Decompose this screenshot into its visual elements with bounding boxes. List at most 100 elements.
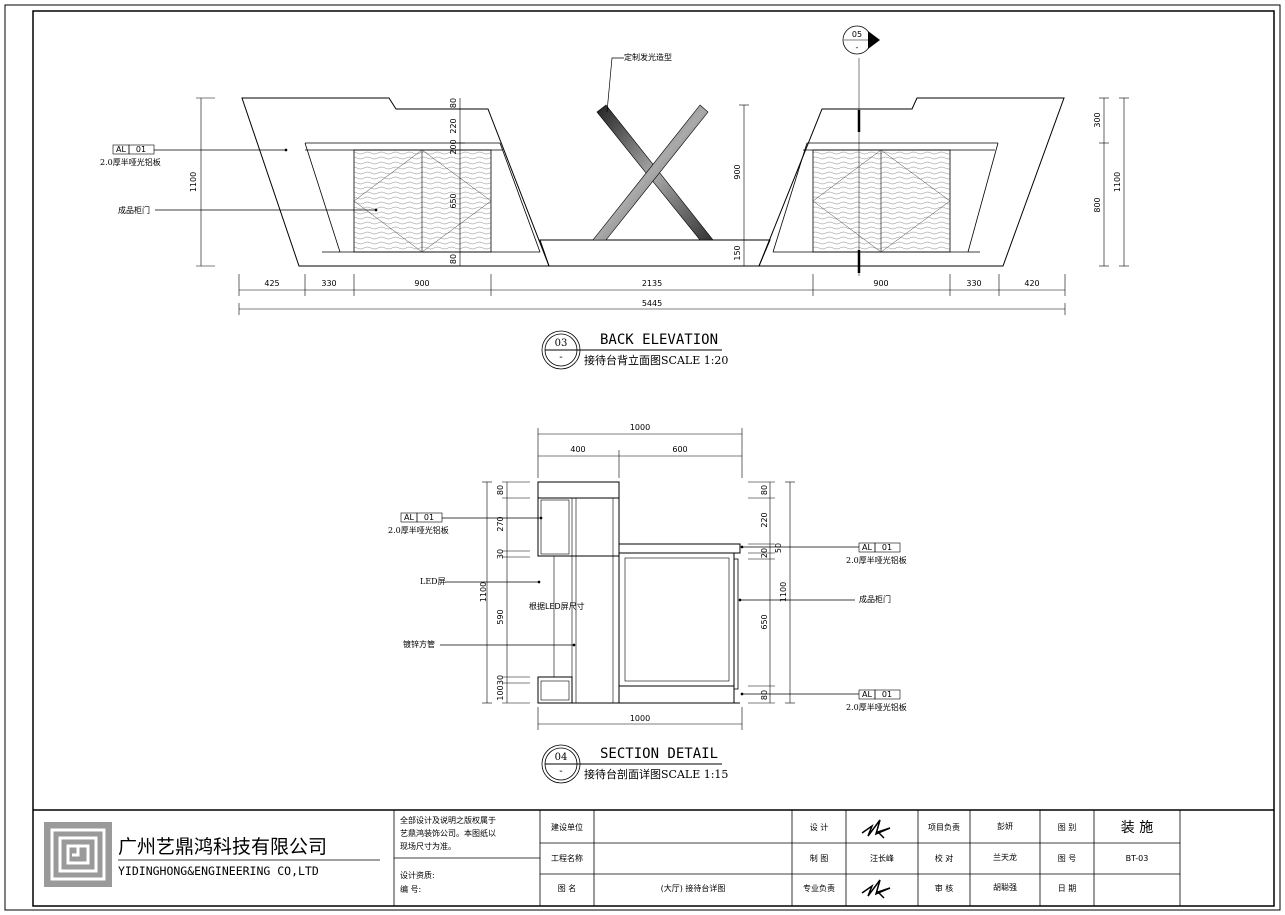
svg-text:80: 80	[760, 690, 769, 700]
svg-text:220: 220	[449, 118, 458, 133]
svg-text:审 核: 审 核	[935, 883, 954, 893]
dim-section-top-total: 1000	[630, 423, 650, 432]
svg-text:-: -	[856, 43, 859, 52]
outer-border	[4, 4, 1281, 911]
x-light-sculpture-b	[592, 104, 709, 241]
svg-text:2.0厚半哑光铝板: 2.0厚半哑光铝板	[388, 525, 449, 535]
svg-text:AL: AL	[862, 543, 872, 552]
svg-text:兰天龙: 兰天龙	[993, 852, 1017, 862]
svg-text:220: 220	[760, 512, 769, 527]
left-cabinet-door	[353, 149, 492, 253]
label-led-note: 根据LED屏尺寸	[529, 601, 585, 611]
tag-section-right-top: AL 01 2.0厚半哑光铝板	[846, 542, 907, 565]
right-body-outline	[758, 97, 1065, 267]
svg-text:-: -	[559, 352, 562, 363]
svg-text:-: -	[559, 766, 562, 777]
section-cabinet-door	[733, 558, 739, 690]
svg-text:设 计: 设 计	[810, 822, 829, 832]
svg-text:图 名: 图 名	[558, 883, 577, 893]
svg-text:80: 80	[760, 485, 769, 495]
svg-text:80: 80	[449, 254, 458, 264]
svg-text:建设单位: 建设单位	[551, 822, 583, 832]
svg-text:彭妍: 彭妍	[997, 821, 1013, 831]
tag-left-elevation: AL 01 2.0厚半哑光铝板	[100, 144, 161, 167]
signature-design	[861, 819, 891, 839]
svg-text:AL: AL	[862, 690, 872, 699]
svg-text:校 对: 校 对	[935, 853, 954, 863]
svg-text:项目负责: 项目负责	[928, 822, 960, 832]
label-cabinet-door-left: 成品柜门	[118, 205, 150, 215]
svg-text:2.0厚半哑光铝板: 2.0厚半哑光铝板	[100, 157, 161, 167]
svg-text:设计资质:: 设计资质:	[400, 870, 435, 880]
svg-text:AL: AL	[404, 513, 414, 522]
signature-pro	[861, 879, 891, 899]
svg-text:2.0厚半哑光铝板: 2.0厚半哑光铝板	[846, 702, 907, 712]
drawing-name: (大厅) 接待台详图	[661, 883, 726, 893]
dim-right-total: 1100	[1113, 172, 1122, 192]
svg-text:01: 01	[882, 690, 892, 699]
company-name-en: YIDINGHONG&ENGINEERING CO,LTD	[118, 864, 319, 878]
company-logo	[44, 822, 112, 887]
svg-text:01: 01	[136, 145, 146, 154]
back-elevation: 05 - 定制发光造型 AL 01 2.0厚半哑光铝板 成品柜门 1100 80…	[100, 25, 1129, 370]
section-detail: 1000 400 600 1100 80 270	[388, 423, 907, 784]
svg-text:01: 01	[882, 543, 892, 552]
svg-text:800: 800	[1093, 197, 1102, 212]
svg-text:胡聪强: 胡聪强	[993, 882, 1017, 892]
svg-text:汪长峰: 汪长峰	[870, 853, 894, 863]
company-name-cn: 广州艺鼎鸿科技有限公司	[118, 836, 327, 858]
svg-text:2.0厚半哑光铝板: 2.0厚半哑光铝板	[846, 555, 907, 565]
svg-text:50: 50	[774, 543, 783, 553]
svg-text:全部设计及说明之版权属于: 全部设计及说明之版权属于	[400, 815, 496, 825]
svg-text:图 别: 图 别	[1058, 823, 1077, 832]
svg-text:编 号:: 编 号:	[400, 884, 421, 894]
tag-section-left: AL 01 2.0厚半哑光铝板	[388, 512, 449, 535]
svg-text:80: 80	[496, 485, 505, 495]
section-marker: 05 -	[842, 25, 880, 55]
svg-text:制 图: 制 图	[810, 853, 829, 863]
svg-text:270: 270	[496, 516, 505, 531]
svg-text:400: 400	[570, 445, 585, 454]
svg-text:03: 03	[555, 338, 568, 349]
section-detail-title: SECTION DETAIL	[600, 746, 718, 762]
svg-text:900: 900	[873, 279, 888, 288]
title-badge-04: 04 - SECTION DETAIL 接待台剖面详图SCALE 1:15	[541, 744, 728, 784]
dim-section-left-total: 1100	[479, 582, 488, 602]
svg-text:900: 900	[414, 279, 429, 288]
svg-text:现场尺寸为准。: 现场尺寸为准。	[400, 841, 456, 851]
svg-text:150: 150	[733, 245, 742, 260]
label-led-screen: LED屏	[420, 577, 446, 586]
svg-text:590: 590	[496, 609, 505, 624]
svg-text:100: 100	[496, 685, 505, 700]
inner-border	[32, 10, 1275, 907]
svg-text:650: 650	[449, 193, 458, 208]
svg-text:330: 330	[321, 279, 336, 288]
dim-section-right-total: 1100	[779, 582, 788, 602]
svg-text:600: 600	[672, 445, 687, 454]
svg-text:工程名称: 工程名称	[551, 853, 583, 863]
title-block: 广州艺鼎鸿科技有限公司 YIDINGHONG&ENGINEERING CO,LT…	[33, 809, 1274, 906]
svg-text:650: 650	[760, 614, 769, 629]
back-elevation-title: BACK ELEVATION	[600, 332, 718, 348]
svg-text:日 期: 日 期	[1058, 884, 1077, 893]
svg-text:01: 01	[424, 513, 434, 522]
svg-text:200: 200	[449, 139, 458, 154]
svg-text:330: 330	[966, 279, 981, 288]
label-galvanized-tube: 镀锌方管	[403, 639, 435, 649]
svg-text:80: 80	[449, 98, 458, 108]
right-cabinet-door	[812, 149, 951, 253]
drawing-number: BT-03	[1126, 854, 1149, 863]
svg-text:专业负责: 专业负责	[803, 883, 835, 893]
title-badge-03: 03 - BACK ELEVATION 接待台背立面图SCALE 1:20	[541, 330, 728, 370]
svg-text:30: 30	[496, 675, 505, 685]
svg-text:04: 04	[555, 752, 568, 763]
svg-text:AL: AL	[116, 145, 126, 154]
svg-text:艺鼎鸿装饰公司。本图纸以: 艺鼎鸿装饰公司。本图纸以	[400, 828, 496, 838]
svg-text:300: 300	[1093, 112, 1102, 127]
section-detail-subtitle: 接待台剖面详图SCALE 1:15	[584, 767, 728, 781]
svg-text:30: 30	[496, 549, 505, 559]
callout-light-sculpture: 定制发光造型	[624, 52, 672, 62]
svg-text:420: 420	[1024, 279, 1039, 288]
dim-section-bottom: 1000	[630, 714, 650, 723]
